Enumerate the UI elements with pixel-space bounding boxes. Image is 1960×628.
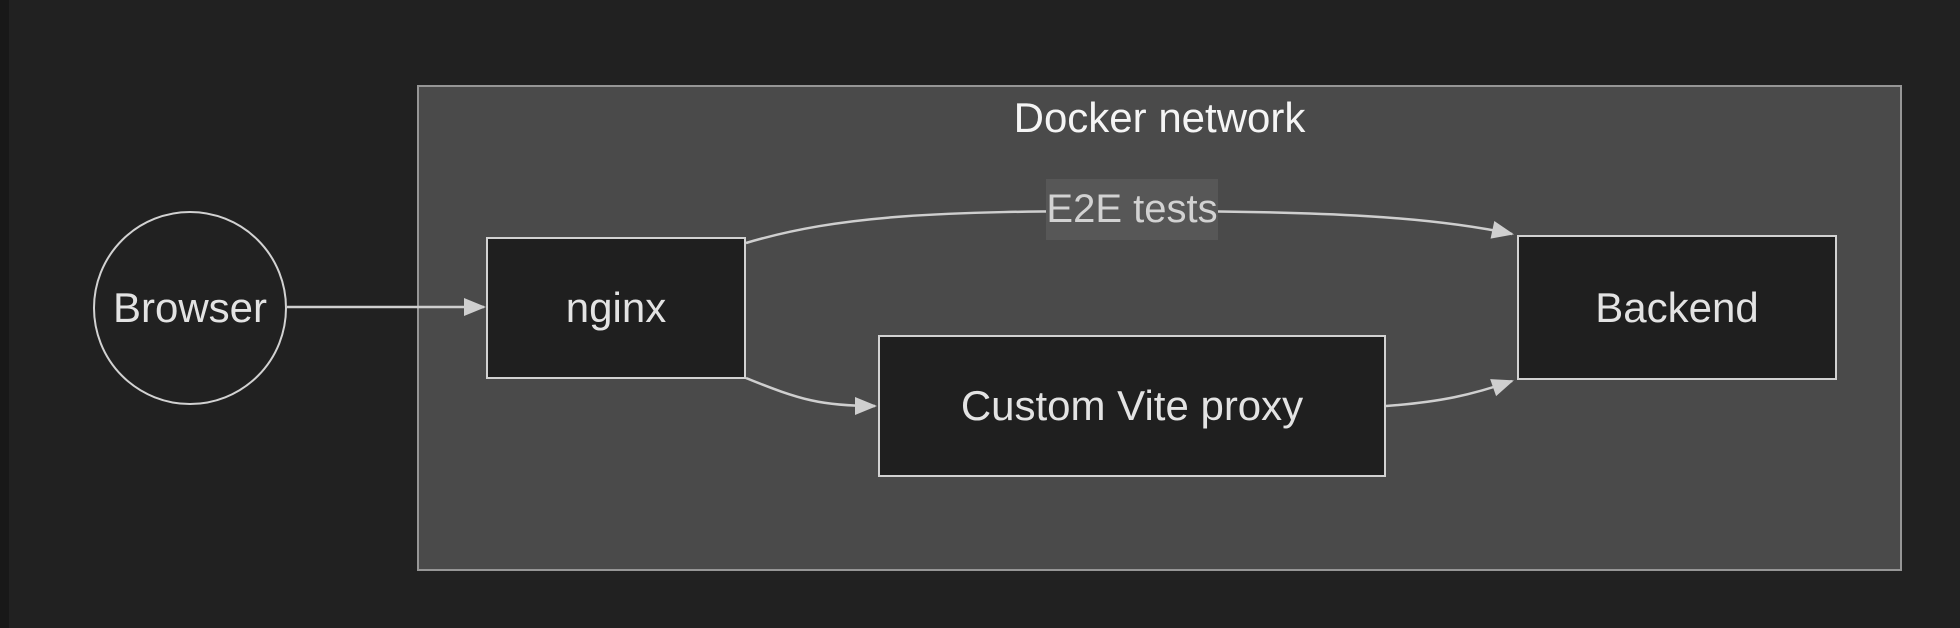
node-backend: Backend bbox=[1517, 235, 1837, 380]
edge-label-e2e-tests: E2E tests bbox=[1046, 179, 1218, 240]
edge-nginx-to-custom-vite-proxy bbox=[745, 376, 877, 415]
node-browser-label: Browser bbox=[112, 284, 268, 331]
node-custom-vite-proxy-label: Custom Vite proxy bbox=[960, 382, 1304, 429]
node-browser: Browser bbox=[93, 211, 287, 405]
docker-network-group-title: Docker network bbox=[1013, 94, 1306, 141]
edge-custom-vite-proxy-to-backend bbox=[1385, 379, 1514, 408]
edge-label-e2e-tests-text: E2E tests bbox=[1046, 187, 1218, 231]
window-edge-strip bbox=[0, 0, 9, 628]
node-custom-vite-proxy: Custom Vite proxy bbox=[878, 335, 1386, 477]
node-nginx-label: nginx bbox=[565, 284, 667, 331]
node-nginx: nginx bbox=[486, 237, 746, 379]
node-backend-label: Backend bbox=[1595, 283, 1759, 331]
